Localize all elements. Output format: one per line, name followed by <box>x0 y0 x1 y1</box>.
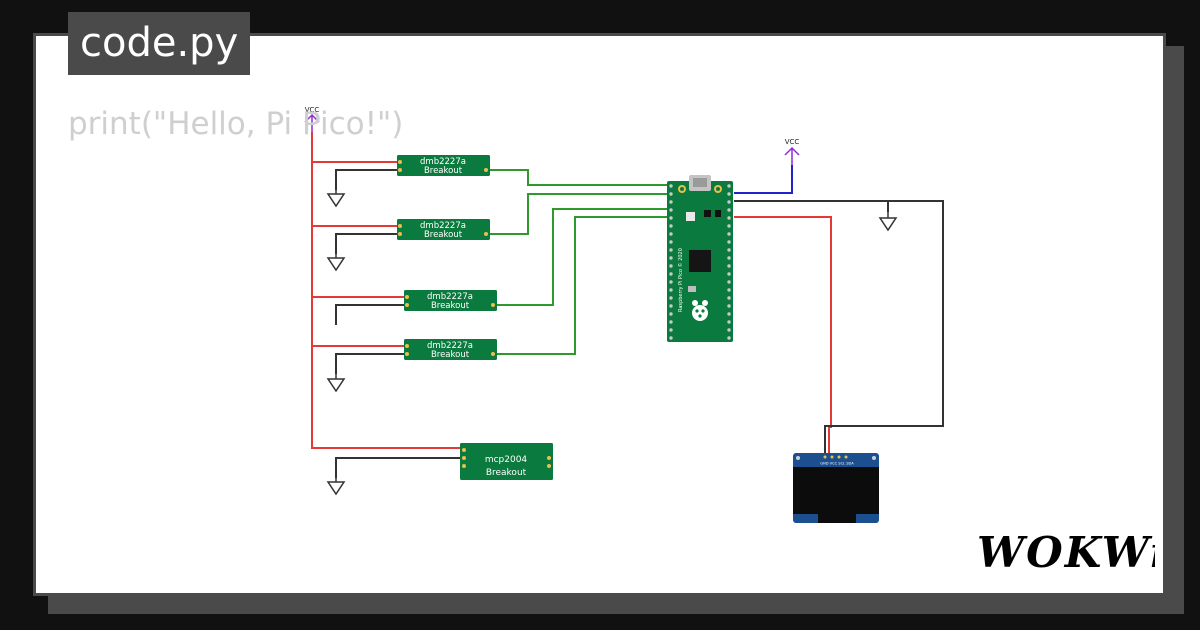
breakout-board-1[interactable]: dmb2227a Breakout <box>397 155 490 176</box>
signal-wires[interactable] <box>490 169 670 355</box>
vcc-symbol-right: VCC <box>784 138 800 165</box>
filename-tab: code.py <box>68 12 251 75</box>
svg-text:dmb2227a: dmb2227a <box>420 157 466 167</box>
oled-display[interactable]: GND VCC SCL SDA <box>793 453 879 523</box>
svg-text:VCC: VCC <box>305 106 320 114</box>
breakout-board-mcp2004[interactable]: mcp2004 Breakout <box>460 443 553 480</box>
code-line: print("Hello, Pi Pico!") <box>68 106 404 142</box>
ground-symbol <box>327 362 345 392</box>
svg-text:Breakout: Breakout <box>431 350 470 360</box>
raspberry-pi-pico[interactable]: Raspberry Pi Pico © 2020 <box>667 175 733 342</box>
svg-text:Breakout: Breakout <box>431 301 470 311</box>
svg-text:Breakout: Breakout <box>424 166 463 176</box>
breakout-board-2[interactable]: dmb2227a Breakout <box>397 219 490 240</box>
diagram-card <box>33 33 1166 596</box>
svg-text:dmb2227a: dmb2227a <box>420 221 466 231</box>
pico-pins-left <box>669 184 673 340</box>
pico-pins-right <box>727 184 731 340</box>
ground-symbol <box>327 465 345 495</box>
svg-text:GND VCC SCL SDA: GND VCC SCL SDA <box>820 462 854 466</box>
ground-symbol <box>879 201 897 231</box>
vcc-symbol-left: VCC <box>304 106 320 132</box>
vcc-wire[interactable] <box>734 165 793 194</box>
power-wires[interactable] <box>311 132 832 455</box>
svg-text:dmb2227a: dmb2227a <box>427 341 473 351</box>
raspberry-logo-icon <box>692 300 708 321</box>
breakout-board-3[interactable]: dmb2227a Breakout <box>404 290 497 311</box>
svg-text:dmb2227a: dmb2227a <box>427 292 473 302</box>
wokwi-logo: WOKWi <box>977 528 1155 577</box>
svg-text:mcp2004: mcp2004 <box>485 455 528 465</box>
svg-text:WOKWi: WOKWi <box>977 528 1155 577</box>
ground-symbol <box>327 241 345 271</box>
svg-text:Breakout: Breakout <box>486 468 527 478</box>
svg-text:Breakout: Breakout <box>424 230 463 240</box>
svg-text:VCC: VCC <box>785 138 800 146</box>
svg-text:Raspberry Pi Pico © 2020: Raspberry Pi Pico © 2020 <box>677 248 684 312</box>
breakout-board-4[interactable]: dmb2227a Breakout <box>404 339 497 360</box>
ground-symbol <box>327 177 345 207</box>
